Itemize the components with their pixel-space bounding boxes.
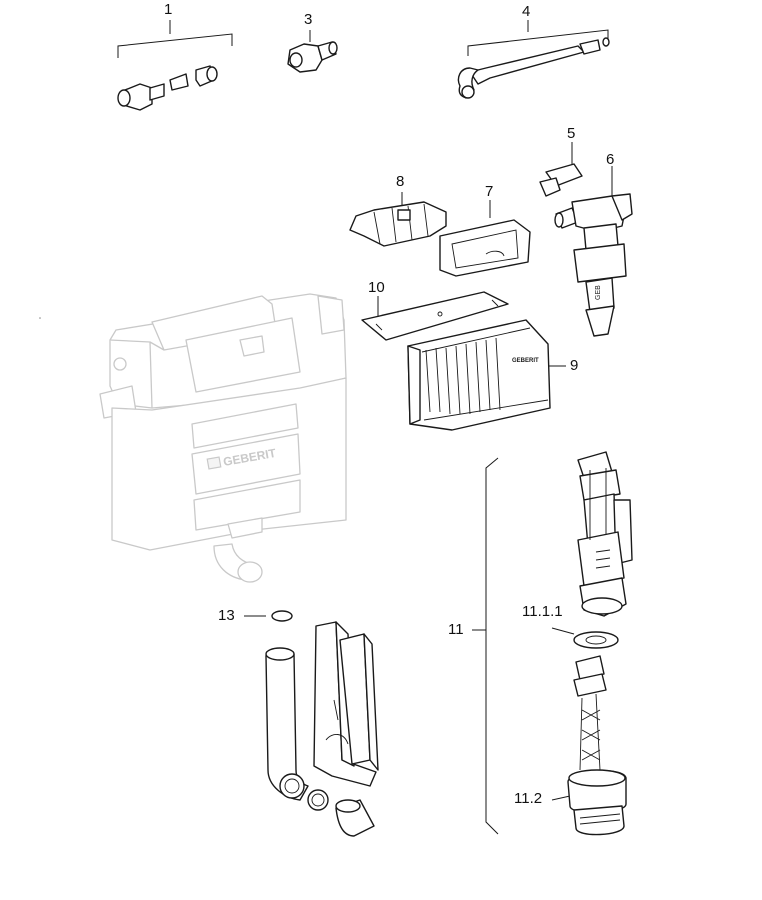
part-5-clip bbox=[539, 163, 583, 197]
part-9-cover-box: GEBERIT bbox=[407, 319, 551, 431]
part-4-flexible-hose bbox=[457, 37, 610, 99]
flush-bend-assembly bbox=[265, 621, 379, 837]
cover-brand-mark: GEBERIT bbox=[512, 358, 539, 364]
callout-4: 4 bbox=[522, 3, 531, 20]
part-11-1-1-seal bbox=[573, 631, 619, 649]
callout-1: 1 bbox=[164, 1, 173, 18]
callout-11-1-1: 11.1.1 bbox=[522, 603, 563, 620]
fill-valve-brand-mark: GEB bbox=[595, 285, 602, 300]
cistern-body: GEBERIT bbox=[99, 293, 347, 583]
callout-7: 7 bbox=[485, 183, 494, 200]
callout-3: 3 bbox=[304, 11, 313, 28]
callout-10: 10 bbox=[368, 279, 385, 296]
margin-dot bbox=[39, 317, 41, 319]
callout-6: 6 bbox=[606, 151, 615, 168]
part-3-valve bbox=[287, 41, 338, 73]
callout-5: 5 bbox=[567, 125, 576, 142]
part-7-frame bbox=[439, 219, 531, 277]
callout-8: 8 bbox=[396, 173, 405, 190]
part-11-flush-valve bbox=[577, 451, 633, 617]
part-8-bracket bbox=[349, 201, 447, 247]
part-1-connector-set bbox=[117, 65, 218, 111]
callout-11: 11 bbox=[448, 621, 464, 638]
part-11-2-basket bbox=[567, 655, 627, 836]
part-13-o-ring bbox=[271, 610, 293, 622]
part-10-plate bbox=[361, 291, 509, 341]
callout-13: 13 bbox=[218, 607, 235, 624]
callout-11-2: 11.2 bbox=[514, 790, 543, 807]
callout-9: 9 bbox=[570, 357, 579, 374]
part-6-fill-valve: GEB bbox=[554, 193, 633, 337]
